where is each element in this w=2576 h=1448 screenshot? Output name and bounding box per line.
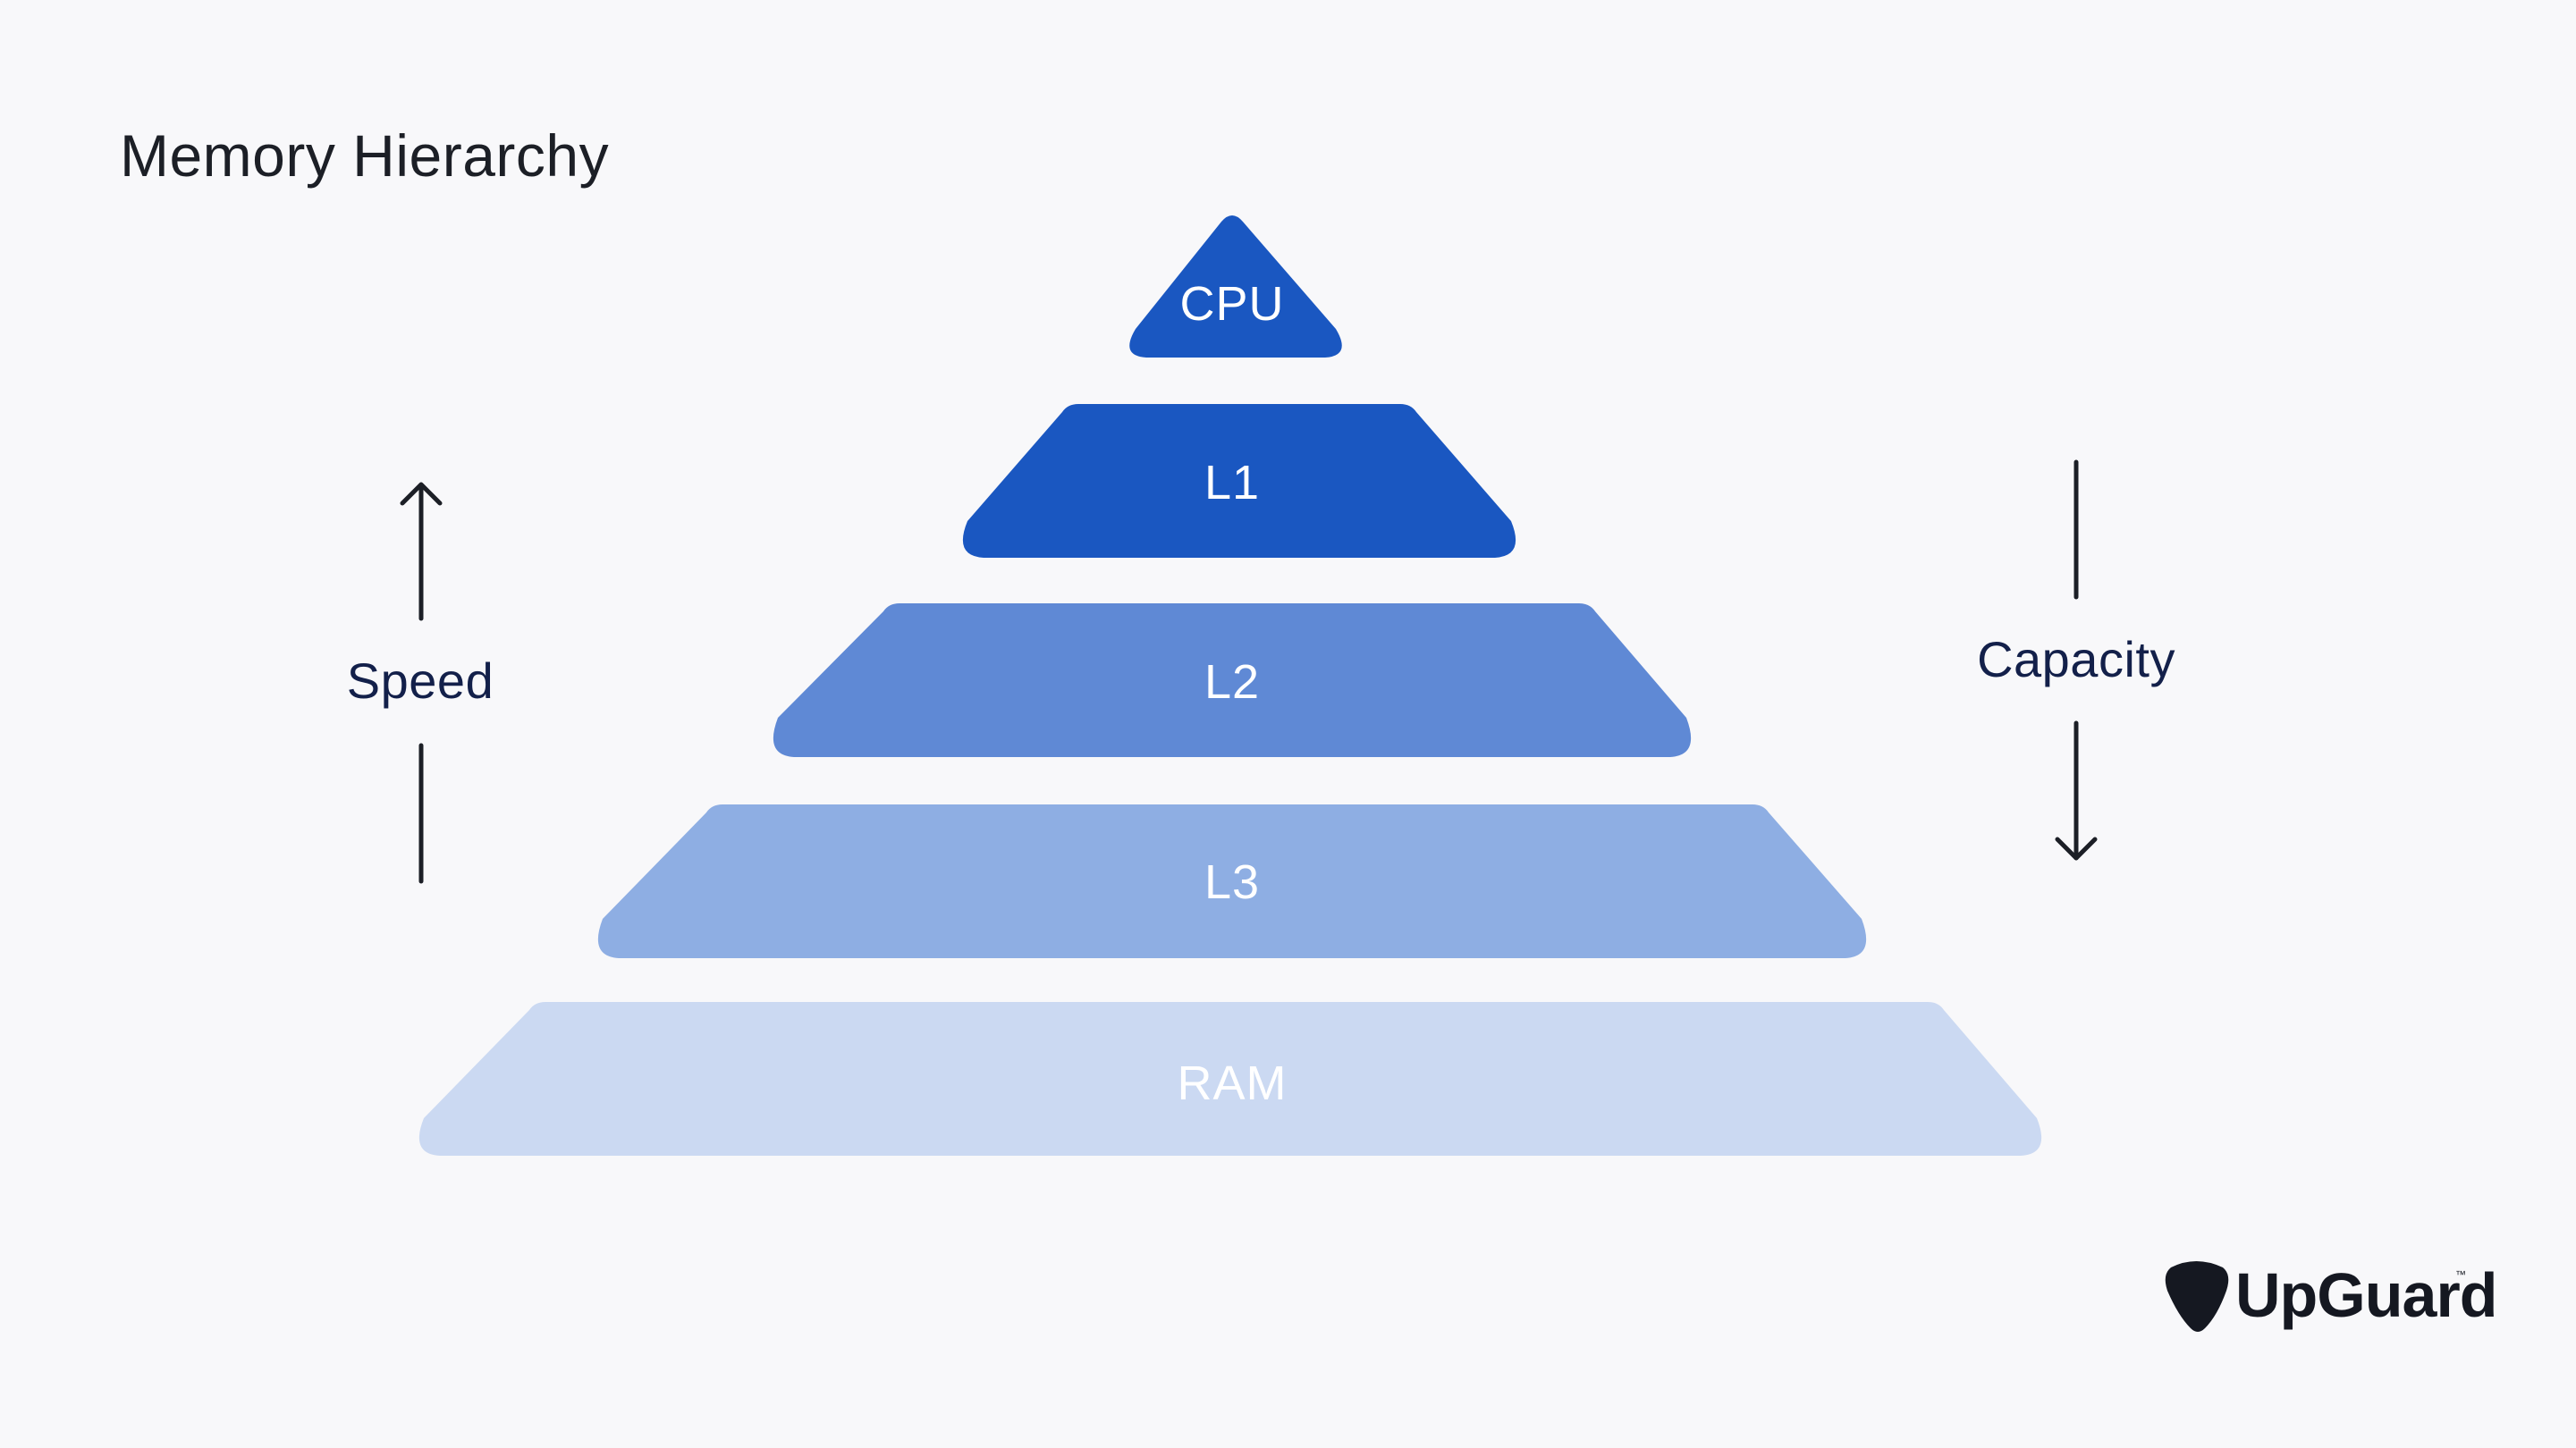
tier-l1: L1 [962,404,1516,558]
tier-l2-shape [773,603,1692,757]
logo-trademark: ™ [2455,1268,2466,1281]
tier-l2-label: L2 [1204,655,1260,709]
tier-ram-label: RAM [1178,1057,1288,1110]
speed-indicator [400,482,443,884]
diagram-title: Memory Hierarchy [120,122,610,189]
tier-l3: L3 [597,804,1867,958]
capacity-label: Capacity [1977,631,2175,687]
upguard-logo: UpGuard ™ [2165,1260,2497,1332]
tier-cpu-label: CPU [1179,277,1284,331]
speed-label: Speed [347,652,494,709]
tier-ram: RAM [418,1002,2042,1156]
tier-l2: L2 [773,603,1692,757]
tier-ram-shape [418,1002,2042,1156]
tier-l3-label: L3 [1204,855,1260,909]
tier-l1-label: L1 [1204,456,1260,509]
tier-cpu: CPU [1129,215,1342,358]
tier-l3-shape [597,804,1867,958]
tier-cpu-shape [1129,215,1342,358]
guitar-pick-shield-icon [2165,1261,2229,1332]
logo-wordmark: UpGuard [2235,1260,2496,1330]
arrow-up-icon [400,482,443,506]
capacity-indicator [2055,459,2098,861]
arrow-down-icon [2055,837,2098,861]
tier-l1-shape [962,404,1516,558]
